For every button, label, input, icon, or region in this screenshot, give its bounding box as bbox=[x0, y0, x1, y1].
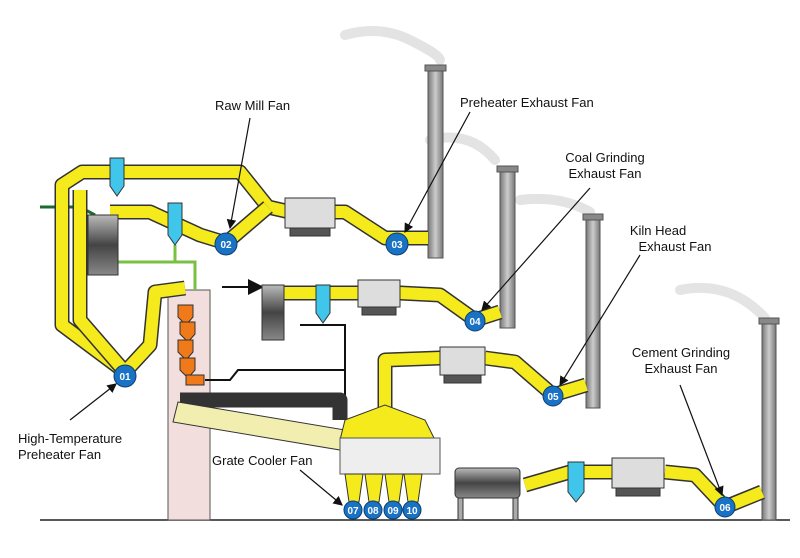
svg-text:09: 09 bbox=[387, 506, 399, 517]
ducts bbox=[54, 164, 765, 515]
fan-07: 07 bbox=[343, 500, 363, 520]
fan-08: 08 bbox=[363, 500, 383, 520]
label-coal-grinding-2: Exhaust Fan bbox=[569, 166, 642, 181]
fan-04: 04 bbox=[464, 310, 486, 332]
fan-09: 09 bbox=[383, 500, 403, 520]
label-cement-grinding-2: Exhaust Fan bbox=[645, 361, 718, 376]
stack-1 bbox=[427, 67, 444, 259]
label-cement-grinding: Cement Grinding bbox=[632, 345, 730, 360]
fan-03: 03 bbox=[385, 232, 409, 256]
fan-01: 01 bbox=[113, 364, 137, 388]
stack-4 bbox=[761, 321, 777, 521]
cyclones bbox=[109, 157, 585, 503]
svg-text:10: 10 bbox=[406, 506, 418, 517]
label-kiln-head: Kiln Head bbox=[630, 223, 686, 238]
label-high-temp: High-Temperature bbox=[18, 431, 122, 446]
label-preheater-exhaust-fan: Preheater Exhaust Fan bbox=[460, 95, 594, 110]
fan-02: 02 bbox=[214, 232, 238, 256]
raw-mill bbox=[87, 214, 285, 341]
fan-06: 06 bbox=[714, 496, 736, 518]
fan-05: 05 bbox=[542, 385, 564, 407]
bag-filters bbox=[284, 197, 665, 497]
smoke-plumes bbox=[340, 26, 770, 323]
label-grate-cooler-fan: Grate Cooler Fan bbox=[212, 453, 312, 468]
svg-text:08: 08 bbox=[367, 506, 379, 517]
label-high-temp-2: Preheater Fan bbox=[18, 447, 101, 462]
svg-text:02: 02 bbox=[220, 240, 232, 251]
fan-10: 10 bbox=[402, 500, 422, 520]
label-coal-grinding: Coal Grinding bbox=[565, 150, 645, 165]
fans: 01 02 03 04 05 06 07 08 09 10 bbox=[113, 232, 736, 520]
stack-2 bbox=[499, 169, 516, 329]
labels: Raw Mill Fan Preheater Exhaust Fan Coal … bbox=[18, 95, 730, 468]
svg-text:03: 03 bbox=[391, 240, 403, 251]
svg-text:01: 01 bbox=[119, 372, 131, 383]
label-kiln-head-2: Exhaust Fan bbox=[639, 239, 712, 254]
svg-text:06: 06 bbox=[719, 503, 731, 514]
stacks bbox=[424, 64, 780, 521]
svg-text:05: 05 bbox=[547, 392, 559, 403]
svg-text:07: 07 bbox=[347, 506, 359, 517]
callout-arrows bbox=[69, 111, 724, 506]
grate-cooler bbox=[339, 404, 441, 503]
label-raw-mill-fan: Raw Mill Fan bbox=[215, 98, 290, 113]
cement-mill bbox=[454, 467, 521, 521]
stack-3 bbox=[585, 217, 601, 409]
svg-text:04: 04 bbox=[469, 317, 481, 328]
preheater-cyclones bbox=[177, 304, 205, 386]
